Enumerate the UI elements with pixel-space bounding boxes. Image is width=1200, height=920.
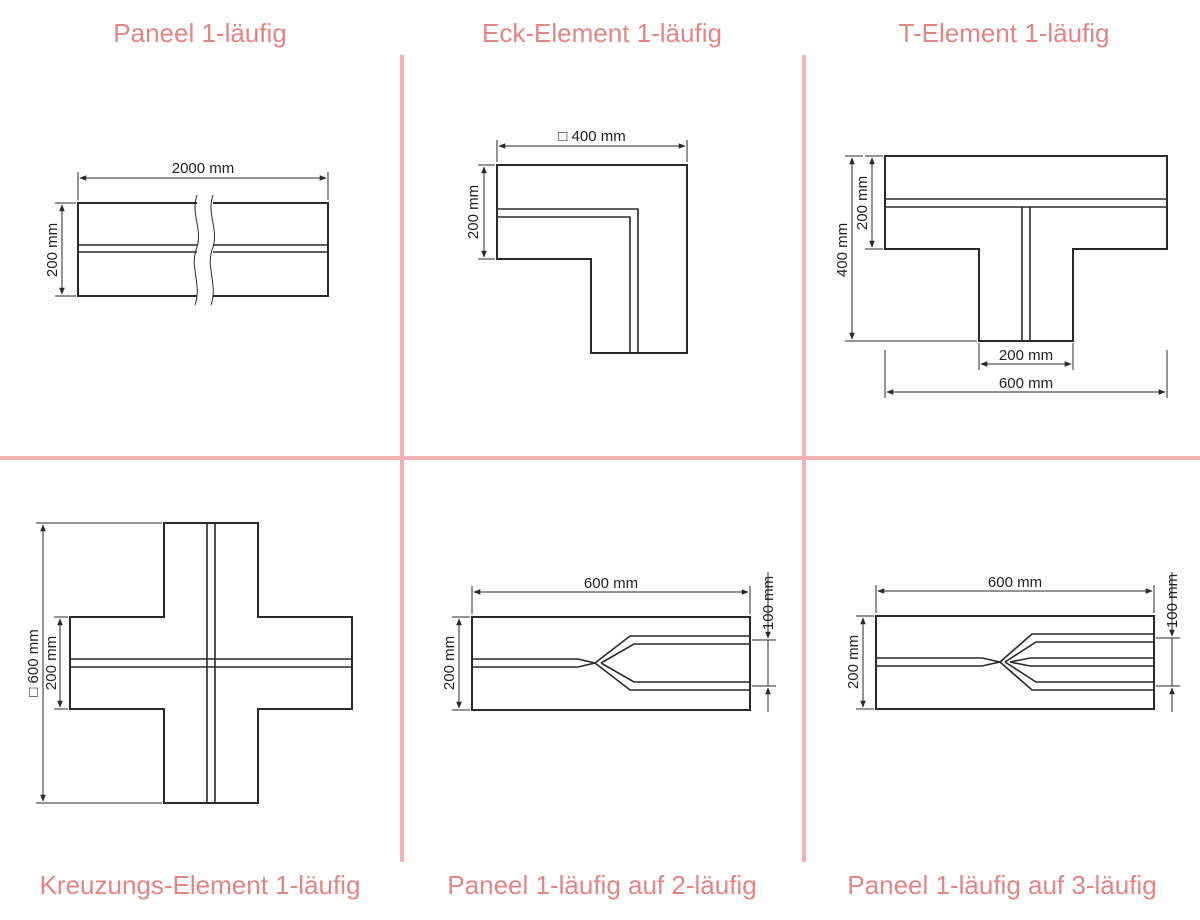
split2-height-label: 200 mm (441, 636, 458, 690)
t-arm-label: 200 mm (854, 176, 871, 230)
cross-outline (69, 522, 353, 804)
cross-drawing: □ 600 mm 200 mm (25, 522, 353, 804)
panel-drawing: 2000 mm 200 mm (44, 160, 329, 306)
t-stem-label: 200 mm (999, 347, 1053, 364)
cross-size-label: □ 600 mm (25, 629, 42, 696)
split2-drawing: 600 mm 200 mm 100 mm (441, 572, 777, 712)
split3-lane-label: 100 mm (1164, 574, 1181, 628)
title-t-element: T-Element 1-läufig (898, 18, 1110, 48)
panel-break-gap (197, 195, 213, 305)
title-corner: Eck-Element 1-läufig (482, 18, 722, 48)
corner-drawing: □ 400 mm 200 mm (465, 128, 688, 354)
split2-outline (471, 616, 751, 711)
t-height-label: 400 mm (834, 223, 851, 277)
split2-lane-label: 100 mm (760, 576, 777, 630)
title-split-3: Paneel 1-läufig auf 3-läufig (847, 870, 1157, 900)
t-drawing: 200 mm 400 mm 200 mm 600 mm (834, 155, 1168, 398)
corner-size-label: □ 400 mm (558, 128, 625, 145)
corner-outline (496, 164, 688, 354)
split3-length-label: 600 mm (988, 574, 1042, 591)
t-outline (884, 155, 1168, 342)
split2-length-label: 600 mm (584, 575, 638, 592)
split3-height-label: 200 mm (845, 635, 862, 689)
panel-height-label: 200 mm (44, 223, 61, 277)
split3-drawing: 600 mm 200 mm 100 mm (845, 572, 1181, 712)
title-cross: Kreuzungs-Element 1-läufig (39, 870, 361, 900)
cross-arm-label: 200 mm (43, 636, 60, 690)
title-split-2: Paneel 1-läufig auf 2-läufig (447, 870, 757, 900)
t-width-label: 600 mm (999, 375, 1053, 392)
corner-height-label: 200 mm (465, 185, 482, 239)
panel-length-label: 2000 mm (172, 160, 235, 177)
title-panel: Paneel 1-läufig (113, 18, 287, 48)
